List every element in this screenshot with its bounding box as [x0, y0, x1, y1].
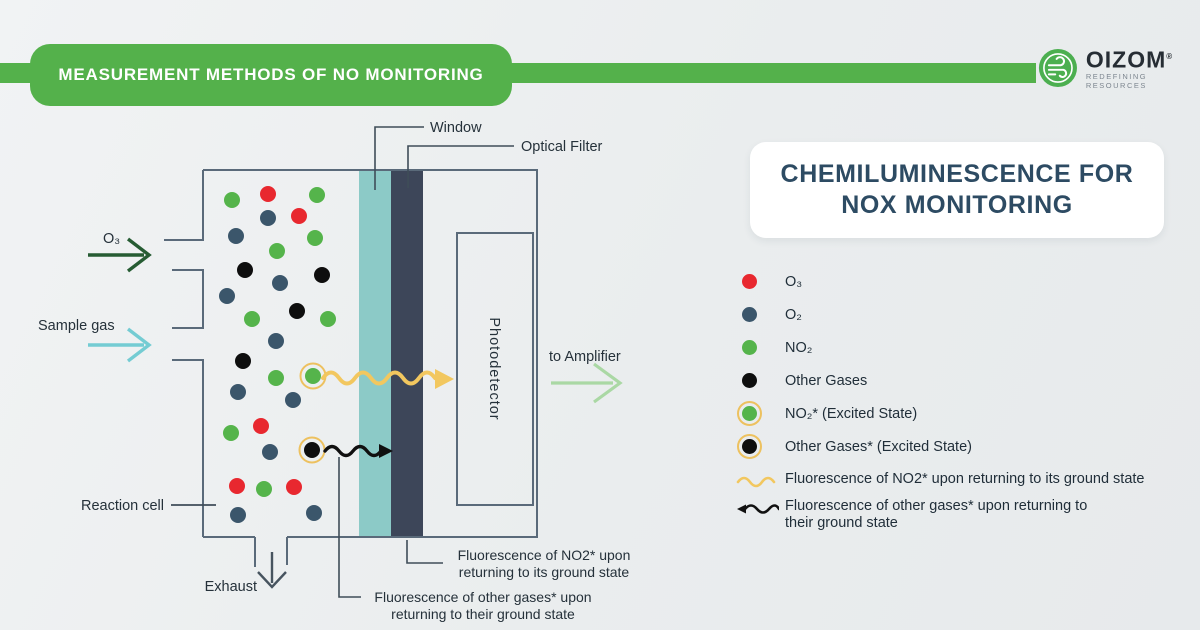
- black-wave-icon: [737, 504, 779, 514]
- to-amplifier-arrow: [551, 362, 623, 404]
- no2-annotation-line1: Fluorescence of NO2* upon: [458, 547, 631, 563]
- reaction-cell-label: Reaction cell: [81, 498, 164, 514]
- legend: O₃ O₂ NO₂ Other Gases NO₂* (Excited Stat…: [733, 265, 1195, 532]
- legend-label: NO₂: [785, 339, 813, 356]
- o3-inlet-label: O₃: [103, 231, 120, 247]
- o3-dot: [742, 274, 757, 289]
- optical-filter-pointer-line: [407, 145, 514, 188]
- legend-item-other-fluorescence: Fluorescence of other gases* upon return…: [733, 498, 1195, 532]
- no2-excited-dot: [742, 406, 757, 421]
- other-gases-fluorescence-wave: [323, 444, 393, 458]
- oizom-logo: OIZOM® REDEFINING RESOURCES: [1038, 46, 1200, 90]
- logo-tagline: REDEFINING RESOURCES: [1085, 71, 1148, 90]
- no2-annotation-connector: [406, 540, 443, 564]
- o2-molecule: [262, 444, 278, 460]
- photodetector-box: [456, 232, 534, 506]
- legend-label: Other Gases: [785, 372, 868, 389]
- no2-molecule: [244, 311, 260, 327]
- no2-molecule: [223, 425, 239, 441]
- registered-mark: ®: [1166, 52, 1174, 62]
- o2-molecule: [272, 275, 288, 291]
- optical-filter-label: Optical Filter: [521, 139, 603, 155]
- o2-molecule: [219, 288, 235, 304]
- photodetector-label: Photodetector: [486, 317, 502, 420]
- other-gases-annotation-line1: Fluorescence of other gases* upon: [374, 589, 591, 605]
- legend-item-no2: NO₂: [733, 331, 1195, 364]
- banner: MEASUREMENT METHODS OF NO MONITORING: [30, 44, 512, 106]
- no2-molecule: [307, 230, 323, 246]
- o2-molecule: [306, 505, 322, 521]
- other-molecule: [237, 262, 253, 278]
- window-label: Window: [430, 120, 482, 136]
- no2-molecule: [224, 192, 240, 208]
- title-card: CHEMILUMINESCENCE FOR NOX MONITORING: [750, 142, 1164, 238]
- legend-item-other-gases-excited: Other Gases* (Excited State): [733, 430, 1195, 463]
- title-line-2: NOX MONITORING: [841, 191, 1073, 219]
- legend-item-o2: O₂: [733, 298, 1195, 331]
- o3-arrow: [88, 237, 152, 273]
- molecules-group: [219, 186, 336, 523]
- legend-label: Fluorescence of NO2* upon returning to i…: [785, 471, 1145, 487]
- sample-gas-label: Sample gas: [38, 318, 115, 334]
- no2-annotation-line2: returning to its ground state: [459, 564, 630, 580]
- no2-molecule: [305, 368, 321, 384]
- header-band-right: [500, 63, 1036, 83]
- no2-fluorescence-wave: [321, 369, 454, 389]
- window-pointer-line: [374, 126, 424, 190]
- legend-item-o3: O₃: [733, 265, 1195, 298]
- o2-molecule: [268, 333, 284, 349]
- exhaust-label: Exhaust: [205, 579, 257, 595]
- to-amplifier-label: to Amplifier: [549, 349, 621, 365]
- legend-item-other-gases: Other Gases: [733, 364, 1195, 397]
- no2-molecule: [256, 481, 272, 497]
- other-gases-excited-dot: [742, 439, 757, 454]
- o2-molecule: [230, 507, 246, 523]
- oizom-wind-icon: [1038, 48, 1077, 88]
- no2-molecule: [320, 311, 336, 327]
- no2-molecule: [269, 243, 285, 259]
- window-strip: [359, 170, 391, 537]
- reaction-cell-outline: [164, 169, 538, 567]
- chemiluminescence-diagram: Photodetector Window Optical Filter O₃ S…: [38, 120, 631, 622]
- legend-item-no2-excited: NO₂* (Excited State): [733, 397, 1195, 430]
- banner-title: MEASUREMENT METHODS OF NO MONITORING: [58, 65, 484, 84]
- sample-gas-arrow: [88, 327, 152, 363]
- no2-molecule: [268, 370, 284, 386]
- excited-ring: [737, 401, 762, 426]
- other-gases-dot: [742, 373, 757, 388]
- o3-molecule: [291, 208, 307, 224]
- optical-filter-strip: [391, 170, 423, 537]
- other-gases-annotation-line2: returning to their ground state: [391, 606, 575, 622]
- other-molecule: [289, 303, 305, 319]
- legend-label: Fluorescence of other gases* upon return…: [785, 498, 1088, 531]
- legend-label: O₃: [785, 273, 803, 290]
- other-molecule: [314, 267, 330, 283]
- o3-molecule: [286, 479, 302, 495]
- no2-dot: [742, 340, 757, 355]
- legend-item-no2-fluorescence: Fluorescence of NO2* upon returning to i…: [733, 471, 1195, 489]
- o3-molecule: [229, 478, 245, 494]
- other-molecule: [304, 442, 320, 458]
- other-molecule: [235, 353, 251, 369]
- excited-ring: [737, 434, 762, 459]
- o3-molecule: [253, 418, 269, 434]
- legend-label: O₂: [785, 306, 802, 323]
- o2-molecule: [285, 392, 301, 408]
- o3-molecule: [260, 186, 276, 202]
- legend-label: NO₂* (Excited State): [785, 405, 918, 422]
- o2-dot: [742, 307, 757, 322]
- other-gases-annotation-connector: [338, 457, 361, 598]
- o2-molecule: [228, 228, 244, 244]
- legend-label: Other Gases* (Excited State): [785, 438, 972, 455]
- yellow-wave-icon: [736, 476, 776, 488]
- o2-molecule: [260, 210, 276, 226]
- title-line-1: CHEMILUMINESCENCE FOR: [780, 160, 1134, 188]
- exhaust-arrow: [257, 552, 287, 589]
- no2-molecule: [309, 187, 325, 203]
- o2-molecule: [230, 384, 246, 400]
- logo-wordmark: OIZOM®: [1085, 46, 1174, 73]
